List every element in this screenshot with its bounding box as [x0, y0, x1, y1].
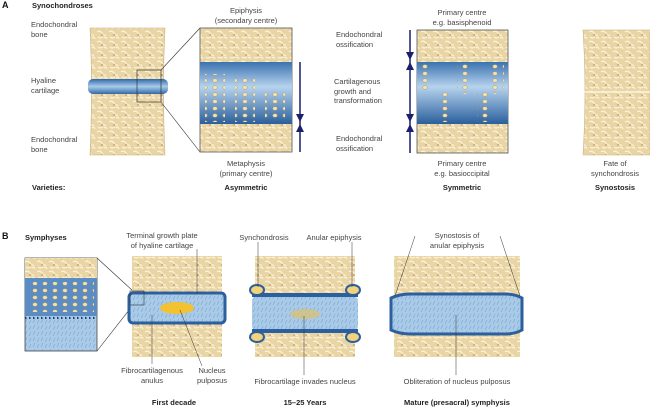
variety-symmetric: Symmetric: [442, 183, 482, 192]
symphysis-inset: [24, 257, 134, 352]
stage-mature: Mature (presacral) symphysis: [404, 398, 510, 407]
mature-disc: [389, 235, 524, 375]
label-metaphysis: Metaphysis(primary centre): [219, 159, 273, 178]
panel-a-letter: A: [2, 0, 9, 10]
asymmetric-zoom-box: [199, 27, 304, 153]
varieties-label: Varieties:: [32, 183, 66, 192]
variety-synostosis: Synostosis: [594, 183, 636, 192]
synostosis-bone: [582, 29, 650, 156]
label-synchondrosis: Synchondrosis: [239, 233, 289, 242]
stage-15-25-years: 15–25 Years: [283, 398, 327, 407]
first-decade-disc: [127, 249, 227, 367]
asymmetric-bone-overview: [88, 27, 201, 156]
label-fibrocartilage-invades: Fibrocartilage invades nucleus: [254, 377, 356, 386]
adolescent-disc: [249, 242, 361, 375]
label-epiphysis: Epiphysis(secondary centre): [214, 6, 278, 25]
panel-b-letter: B: [2, 231, 9, 241]
stage-first-decade: First decade: [151, 398, 197, 407]
label-anular-epiphysis: Anular epiphysis: [306, 233, 362, 242]
panel-a-title: Synochondroses: [32, 1, 93, 10]
panel-b-title: Symphyses: [25, 233, 67, 242]
label-obliteration: Obliteration of nucleus pulposus: [403, 377, 511, 386]
symmetric-box: [406, 29, 509, 154]
variety-asymmetric: Asymmetric: [224, 183, 268, 192]
